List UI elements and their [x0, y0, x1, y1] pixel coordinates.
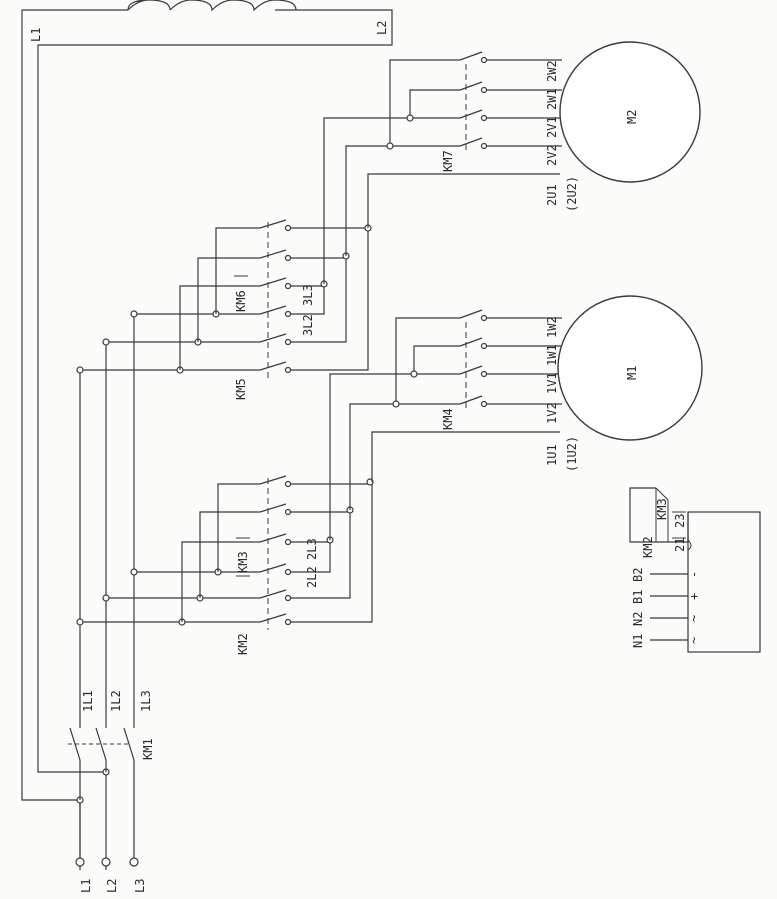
- km4-label: KM4: [441, 408, 455, 430]
- coil-icon: [127, 0, 297, 12]
- junction-node: [76, 366, 84, 374]
- m1-terminal-1w2: 1W2: [545, 316, 559, 338]
- km6-label: KM6: [234, 290, 248, 312]
- contact-node: [284, 282, 292, 290]
- motor-m1-section: KM4 M1 1W2 1W1 1V1 1V2 1U1 (1U2): [329, 295, 703, 540]
- m2-terminal-2v2: 2V2: [545, 144, 559, 166]
- km5-label: KM5: [234, 378, 248, 400]
- phase-label-l1: L1: [79, 879, 93, 893]
- contact-node: [480, 400, 488, 408]
- motor-m1: [557, 295, 703, 441]
- m1-terminal-1v1: 1V1: [545, 372, 559, 394]
- m1-terminal-1v2: 1V2: [545, 402, 559, 424]
- contact-node: [284, 568, 292, 576]
- contact-node: [284, 366, 292, 374]
- contact-node: [284, 224, 292, 232]
- junction-node: [406, 114, 414, 122]
- contact-node: [480, 142, 488, 150]
- interlock-km2: KM2: [641, 536, 655, 558]
- phase-label-l2: L2: [105, 879, 119, 893]
- supply-section: L1 L2 L1 L2 L3: [21, 0, 393, 893]
- pin-21: 21: [673, 538, 687, 552]
- contactor-km5-km6: KM5 KM6 3L2 3L3: [76, 219, 372, 400]
- m2-bus-3l3: 3L3: [301, 284, 315, 306]
- m2-terminal-2u2: (2U2): [565, 176, 579, 212]
- m2-terminal-2v1: 2V1: [545, 116, 559, 138]
- junction-node: [130, 310, 138, 318]
- control-symbol-n2: ~: [687, 615, 701, 622]
- control-header-b1: B1: [631, 590, 645, 604]
- terminal-l2: [101, 857, 111, 867]
- m2-terminal-2w1: 2W1: [545, 88, 559, 110]
- motor-m2-label: M2: [625, 110, 639, 124]
- coil-terminal-l2: L2: [375, 21, 389, 35]
- contactor-km2-km3: KM2 KM3 2L2 2L3: [76, 475, 374, 655]
- contactor-km1: KM1 1L1 1L2 1L3: [68, 314, 155, 800]
- m2-terminal-2u1: 2U1: [545, 184, 559, 206]
- contact-node: [284, 508, 292, 516]
- contact-node: [284, 538, 292, 546]
- m1-bus-2l2: 2L2: [305, 566, 319, 588]
- m1-bus-2l3: 2L3: [305, 538, 319, 560]
- control-header-b2: B2: [631, 568, 645, 582]
- m1-terminal-1w1: 1W1: [545, 344, 559, 366]
- motor-m2-section: KM7 M2 2W2 2W1 2V1 2V2 2U1 (2U2): [323, 41, 701, 284]
- contact-node: [284, 254, 292, 262]
- junction-node: [386, 142, 394, 150]
- control-symbol-b2: -: [687, 571, 701, 578]
- control-header-n2: N2: [631, 612, 645, 626]
- contact-node: [284, 618, 292, 626]
- control-box: KM2 KM3 21 23 N1 N2 B1 B2 ~ ~ + -: [629, 487, 761, 653]
- contact-node: [480, 342, 488, 350]
- contact-node: [480, 314, 488, 322]
- contact-node: [284, 480, 292, 488]
- interlock-km3: KM3: [655, 498, 669, 520]
- contact-node: [284, 594, 292, 602]
- m2-bus-3l2: 3L2: [301, 314, 315, 336]
- terminal-l3: [129, 857, 139, 867]
- m2-terminal-2w2: 2W2: [545, 60, 559, 82]
- junction-node: [130, 568, 138, 576]
- contact-node: [284, 310, 292, 318]
- phase-label-l3: L3: [133, 879, 147, 893]
- terminal-l1: [75, 857, 85, 867]
- coil-terminal-l1: L1: [29, 28, 43, 42]
- junction-node: [410, 370, 418, 378]
- km1-out-1l1: 1L1: [81, 690, 95, 712]
- junction-node: [392, 400, 400, 408]
- m1-terminal-1u2: (1U2): [565, 436, 579, 472]
- motor-m2: [559, 41, 701, 183]
- junction-node: [102, 594, 110, 602]
- km7-label: KM7: [441, 150, 455, 172]
- pin-23: 23: [673, 514, 687, 528]
- junction-node: [102, 338, 110, 346]
- control-header-n1: N1: [631, 634, 645, 648]
- contact-node: [284, 338, 292, 346]
- contact-node: [480, 114, 488, 122]
- km1-out-1l2: 1L2: [109, 690, 123, 712]
- km2-label: KM2: [236, 633, 250, 655]
- control-symbol-n1: ~: [687, 637, 701, 644]
- motor-m1-label: M1: [625, 366, 639, 380]
- contact-node: [480, 56, 488, 64]
- km1-label: KM1: [141, 738, 155, 760]
- km3-label: KM3: [236, 551, 250, 573]
- junction-node: [76, 618, 84, 626]
- control-symbol-b1: +: [687, 593, 701, 600]
- m1-terminal-1u1: 1U1: [545, 444, 559, 466]
- km1-out-1l3: 1L3: [139, 690, 153, 712]
- contact-node: [480, 86, 488, 94]
- contact-node: [480, 370, 488, 378]
